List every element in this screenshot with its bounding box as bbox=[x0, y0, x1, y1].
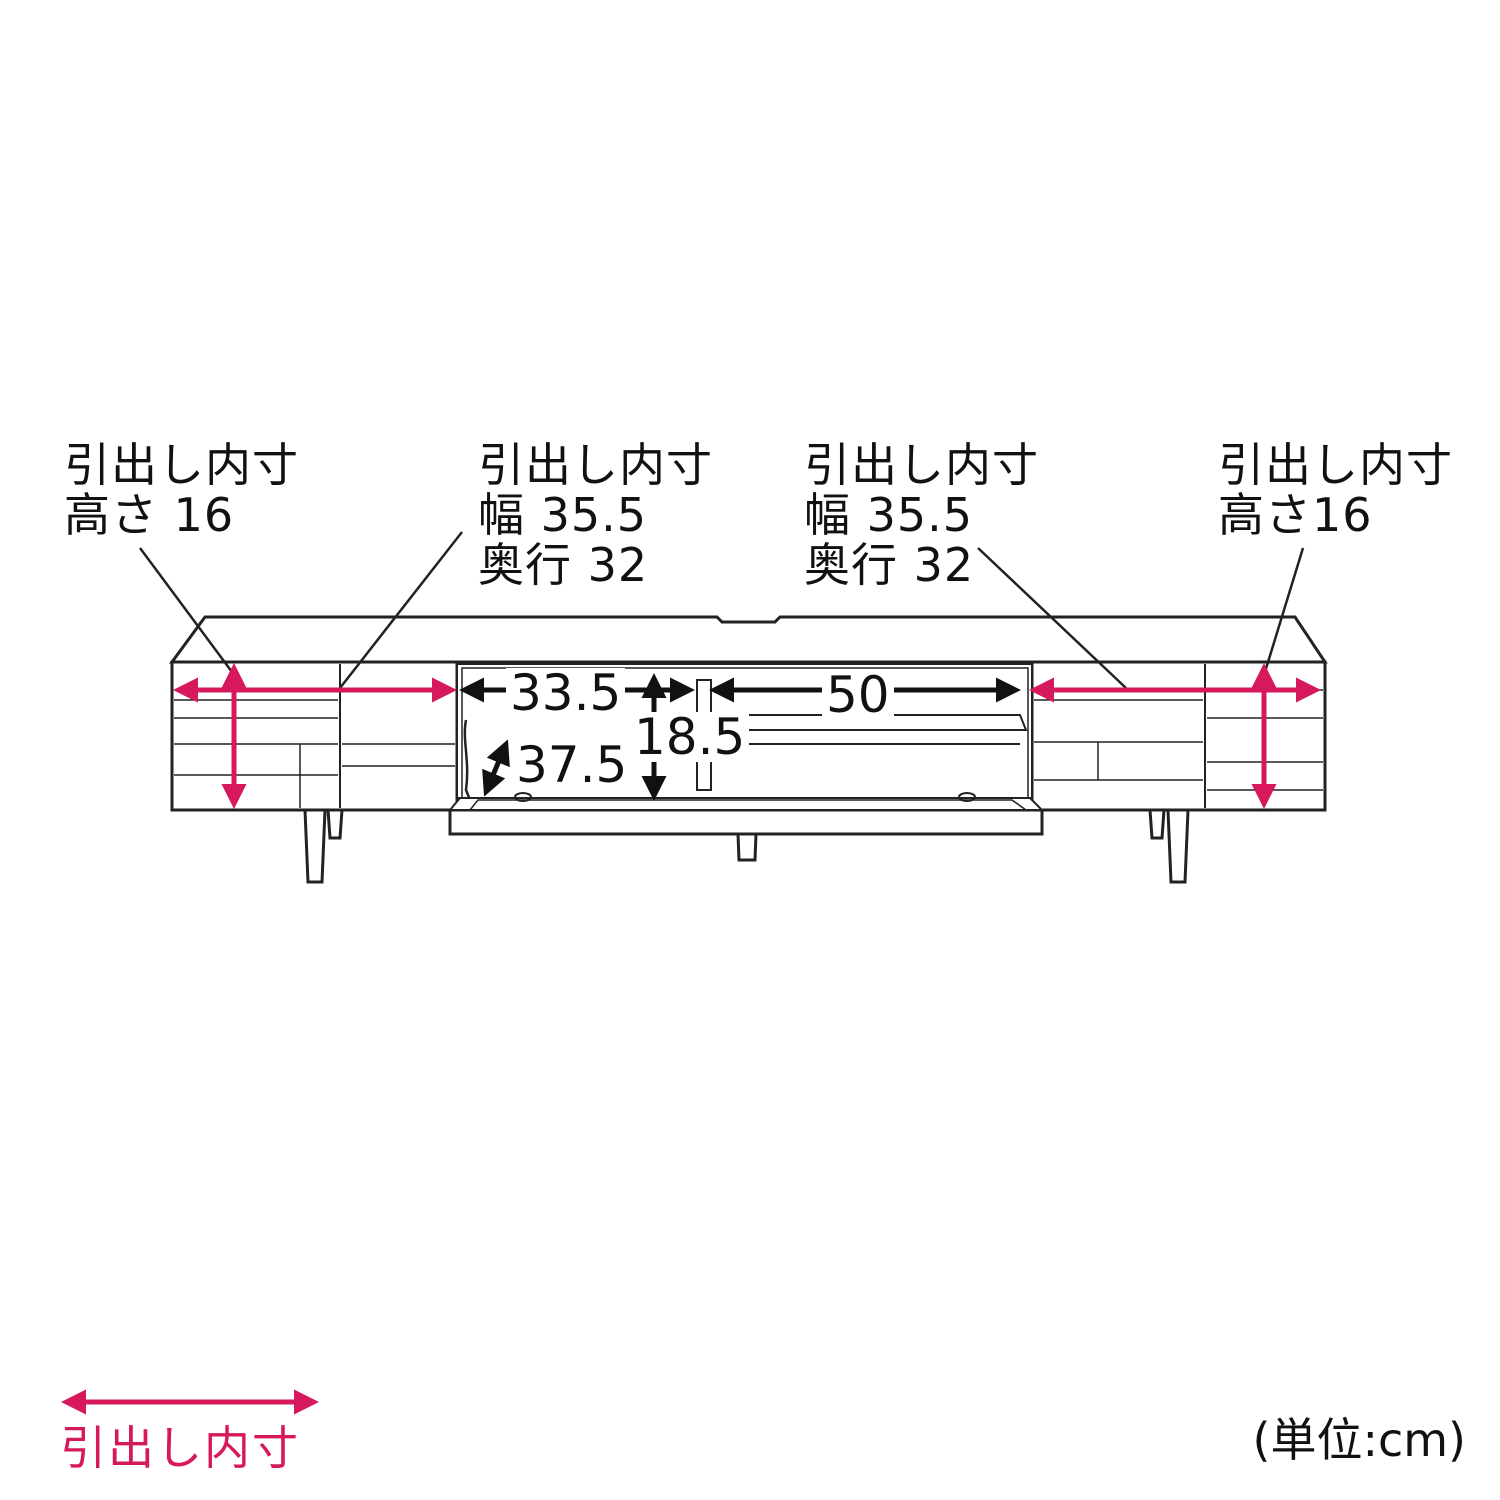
dim-shelf-width: 50 bbox=[822, 670, 894, 720]
leader-right-height bbox=[1263, 547, 1305, 673]
leg-front-right bbox=[1166, 808, 1190, 884]
leg-center bbox=[736, 832, 758, 862]
label-center-right-depth: 奥行 32 bbox=[804, 538, 975, 592]
leg-front-left bbox=[303, 808, 327, 884]
label-center-right: 引出し内寸 幅 35.5 奥行 32 bbox=[804, 440, 1039, 590]
drawer-dimension-arrows bbox=[173, 663, 1321, 809]
label-center-left: 引出し内寸 幅 35.5 奥行 32 bbox=[478, 440, 713, 590]
label-left-drawer: 引出し内寸 高さ 16 bbox=[64, 440, 299, 540]
label-center-left-depth: 奥行 32 bbox=[478, 538, 649, 592]
legs bbox=[303, 808, 1190, 884]
dim-compartment-width: 33.5 bbox=[506, 668, 626, 718]
legend-label: 引出し内寸 bbox=[60, 1421, 300, 1475]
label-left-drawer-height: 高さ 16 bbox=[64, 488, 235, 542]
label-center-left-width: 幅 35.5 bbox=[478, 488, 648, 542]
label-center-left-title: 引出し内寸 bbox=[478, 438, 713, 492]
leader-left-height bbox=[138, 547, 234, 673]
label-left-drawer-title: 引出し内寸 bbox=[64, 438, 299, 492]
dim-compartment-depth: 37.5 bbox=[512, 740, 632, 790]
right-drawer bbox=[1030, 660, 1327, 812]
leader-center-right bbox=[977, 547, 1127, 689]
left-drawer bbox=[170, 660, 459, 812]
leg-back-right bbox=[1148, 808, 1166, 840]
leg-back-left bbox=[326, 808, 344, 840]
compartment-depth-arrow bbox=[482, 739, 510, 797]
label-center-right-width: 幅 35.5 bbox=[804, 488, 974, 542]
leader-center-left bbox=[339, 531, 463, 689]
label-right-drawer-title: 引出し内寸 bbox=[1218, 438, 1453, 492]
dim-compartment-height: 18.5 bbox=[630, 712, 750, 762]
label-center-right-title: 引出し内寸 bbox=[804, 438, 1039, 492]
label-right-drawer-height: 高さ16 bbox=[1218, 488, 1373, 542]
unit-label: (単位:cm) bbox=[1252, 1413, 1467, 1467]
label-right-drawer: 引出し内寸 高さ16 bbox=[1218, 440, 1453, 540]
leader-lines bbox=[138, 531, 1305, 689]
